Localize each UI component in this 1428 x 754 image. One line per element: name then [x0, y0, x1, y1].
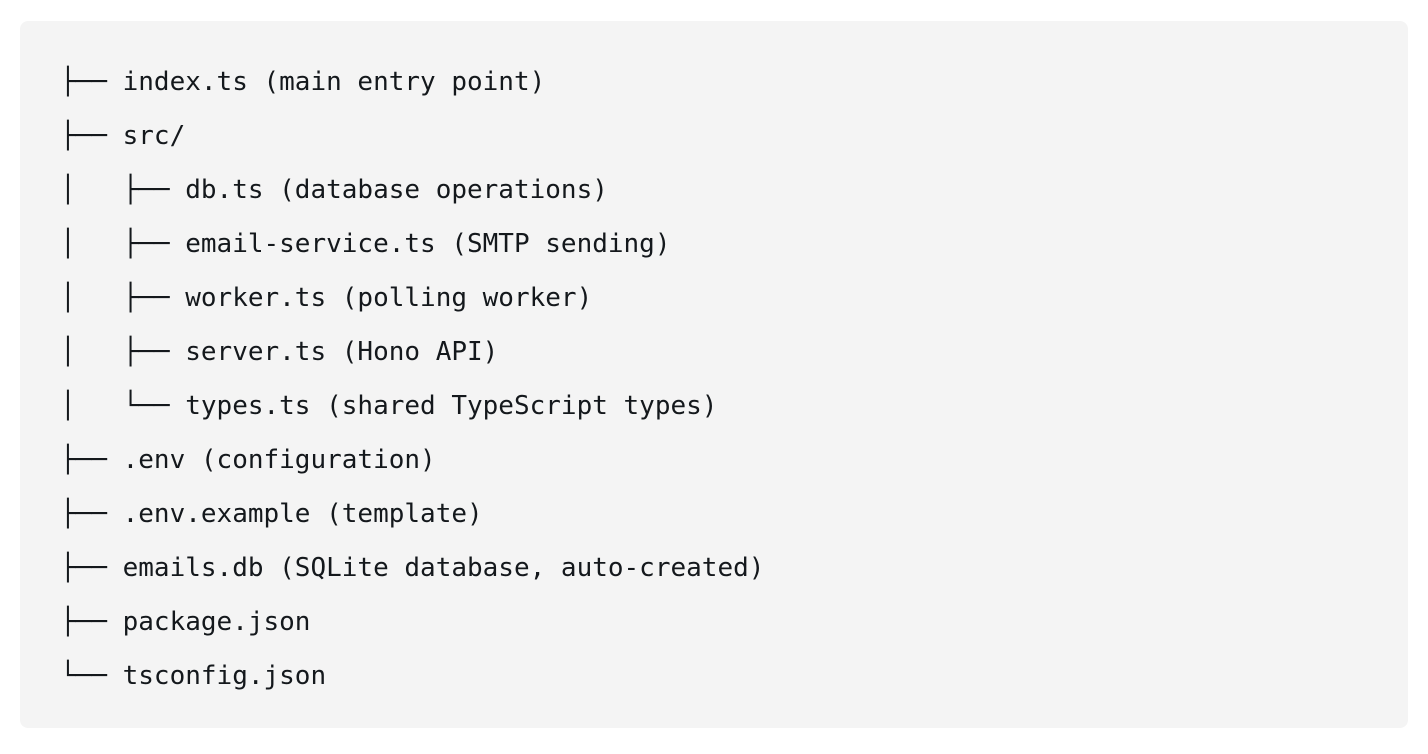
- tree-branch-icon: ├──: [60, 553, 123, 583]
- tree-branch-icon: ├──: [60, 607, 123, 637]
- tree-entry-label: tsconfig.json: [122, 661, 327, 691]
- tree-entry-label: db.ts (database operations): [185, 175, 608, 205]
- tree-row: │ ├── server.ts (Hono API): [60, 325, 1384, 379]
- tree-branch-icon: └──: [60, 661, 123, 691]
- tree-row: └── tsconfig.json: [60, 649, 1384, 703]
- tree-branch-icon: │ ├──: [60, 229, 186, 259]
- tree-entry-label: email-service.ts (SMTP sending): [185, 229, 671, 259]
- tree-row: ├── emails.db (SQLite database, auto-cre…: [60, 541, 1384, 595]
- tree-row: │ ├── db.ts (database operations): [60, 163, 1384, 217]
- tree-entry-label: index.ts (main entry point): [122, 67, 546, 97]
- tree-row: ├── .env.example (template): [60, 487, 1384, 541]
- tree-branch-icon: │ ├──: [60, 337, 186, 367]
- tree-branch-icon: ├──: [60, 499, 123, 529]
- tree-branch-icon: ├──: [60, 445, 123, 475]
- file-tree-listing: ├── index.ts (main entry point)├── src/│…: [60, 55, 1384, 703]
- tree-entry-label: src/: [122, 121, 186, 151]
- tree-entry-label: .env.example (template): [122, 499, 483, 529]
- tree-row: ├── index.ts (main entry point): [60, 55, 1384, 109]
- tree-branch-icon: │ └──: [60, 391, 186, 421]
- file-tree-panel: ├── index.ts (main entry point)├── src/│…: [20, 21, 1408, 728]
- tree-entry-label: types.ts (shared TypeScript types): [185, 391, 718, 421]
- tree-branch-icon: ├──: [60, 121, 123, 151]
- tree-entry-label: worker.ts (polling worker): [185, 283, 593, 313]
- tree-row: ├── src/: [60, 109, 1384, 163]
- tree-row: │ ├── email-service.ts (SMTP sending): [60, 217, 1384, 271]
- tree-row: │ ├── worker.ts (polling worker): [60, 271, 1384, 325]
- tree-entry-label: .env (configuration): [122, 445, 436, 475]
- tree-row: │ └── types.ts (shared TypeScript types): [60, 379, 1384, 433]
- tree-branch-icon: │ ├──: [60, 175, 186, 205]
- tree-entry-label: package.json: [122, 607, 311, 637]
- tree-row: ├── package.json: [60, 595, 1384, 649]
- tree-entry-label: emails.db (SQLite database, auto-created…: [122, 553, 765, 583]
- tree-entry-label: server.ts (Hono API): [185, 337, 499, 367]
- tree-row: ├── .env (configuration): [60, 433, 1384, 487]
- tree-branch-icon: ├──: [60, 67, 123, 97]
- tree-branch-icon: │ ├──: [60, 283, 186, 313]
